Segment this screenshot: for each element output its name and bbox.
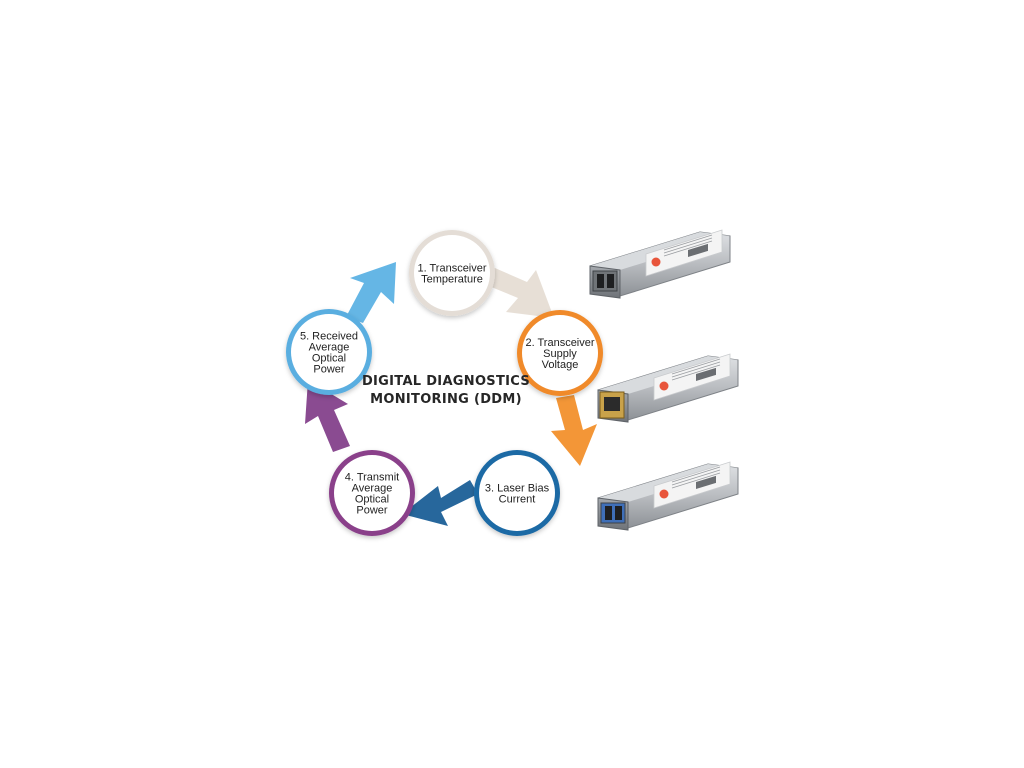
rj45-socket xyxy=(604,397,620,411)
step-label-laser-bias-line-1: 3. Laser Bias xyxy=(485,483,550,495)
sfp-module-sfp-fiber-top xyxy=(589,229,731,299)
step-label-transmit-line-1: 4. Transmit xyxy=(345,472,399,484)
sticker-text-line xyxy=(671,472,721,489)
sfp-module-sfp-fiber-bottom xyxy=(597,461,739,531)
sticker-text-line xyxy=(671,469,721,486)
sticker-text-line xyxy=(671,364,721,381)
fiber-port-opening-2 xyxy=(615,506,622,520)
sticker-text-line xyxy=(663,240,713,257)
brand-logo-icon xyxy=(659,489,669,499)
cycle-arrow-4 xyxy=(305,380,350,452)
step-label-transmit-line-4: Power xyxy=(356,505,388,517)
center-title-line-1: DIGITAL DIAGNOSTICS xyxy=(362,374,530,389)
step-disc-received xyxy=(291,314,367,390)
step-label-transmit-line-3: Optical xyxy=(355,494,389,506)
certification-marks-icon xyxy=(688,243,708,258)
step-disc-laser-bias xyxy=(479,455,555,531)
step-label-voltage-line-1: 2. Transceiver xyxy=(525,337,594,349)
fiber-port-opening-1 xyxy=(605,506,612,520)
sticker-text-line xyxy=(671,358,721,375)
step-label-received-line-3: Optical xyxy=(312,353,346,365)
step-label-temperature-line-2: Temperature xyxy=(421,274,483,286)
sticker-text-line xyxy=(663,237,713,254)
sfp-label-sticker xyxy=(653,461,731,509)
step-label-laser-bias-line-2: Current xyxy=(499,494,536,506)
sfp-label-sticker xyxy=(645,229,723,277)
cycle-arrow-2 xyxy=(551,395,597,466)
sfp-label-sticker xyxy=(653,353,731,401)
step-label-received-line-2: Average xyxy=(309,342,350,354)
fiber-port-opening-2 xyxy=(607,274,614,288)
step-label-transmit-line-2: Average xyxy=(352,483,393,495)
step-label-voltage-line-3: Voltage xyxy=(542,359,579,371)
step-label-voltage-line-2: Supply xyxy=(543,348,577,360)
cycle-arrow-1 xyxy=(484,265,554,318)
sfp-module-sfp-copper xyxy=(597,353,739,423)
sticker-text-line xyxy=(671,361,721,378)
step-label-temperature-line-1: 1. Transceiver xyxy=(417,263,486,275)
sticker-text-line xyxy=(671,466,721,483)
certification-marks-icon xyxy=(696,367,716,382)
fiber-port-opening-1 xyxy=(597,274,604,288)
certification-marks-icon xyxy=(696,475,716,490)
sfp-modules xyxy=(589,229,739,531)
step-label-received-line-4: Power xyxy=(313,364,345,376)
cycle-arrow-3 xyxy=(402,480,478,526)
step-disc-voltage xyxy=(522,315,598,391)
sticker-text-line xyxy=(663,234,713,251)
step-disc-temperature xyxy=(414,235,490,311)
step-label-received-line-1: 5. Received xyxy=(300,331,358,343)
cycle-arrows xyxy=(305,262,597,526)
step-disc-transmit xyxy=(334,455,410,531)
cycle-arrow-5 xyxy=(346,262,396,323)
center-title-line-2: MONITORING (DDM) xyxy=(370,392,522,407)
brand-logo-icon xyxy=(651,257,661,267)
brand-logo-icon xyxy=(659,381,669,391)
